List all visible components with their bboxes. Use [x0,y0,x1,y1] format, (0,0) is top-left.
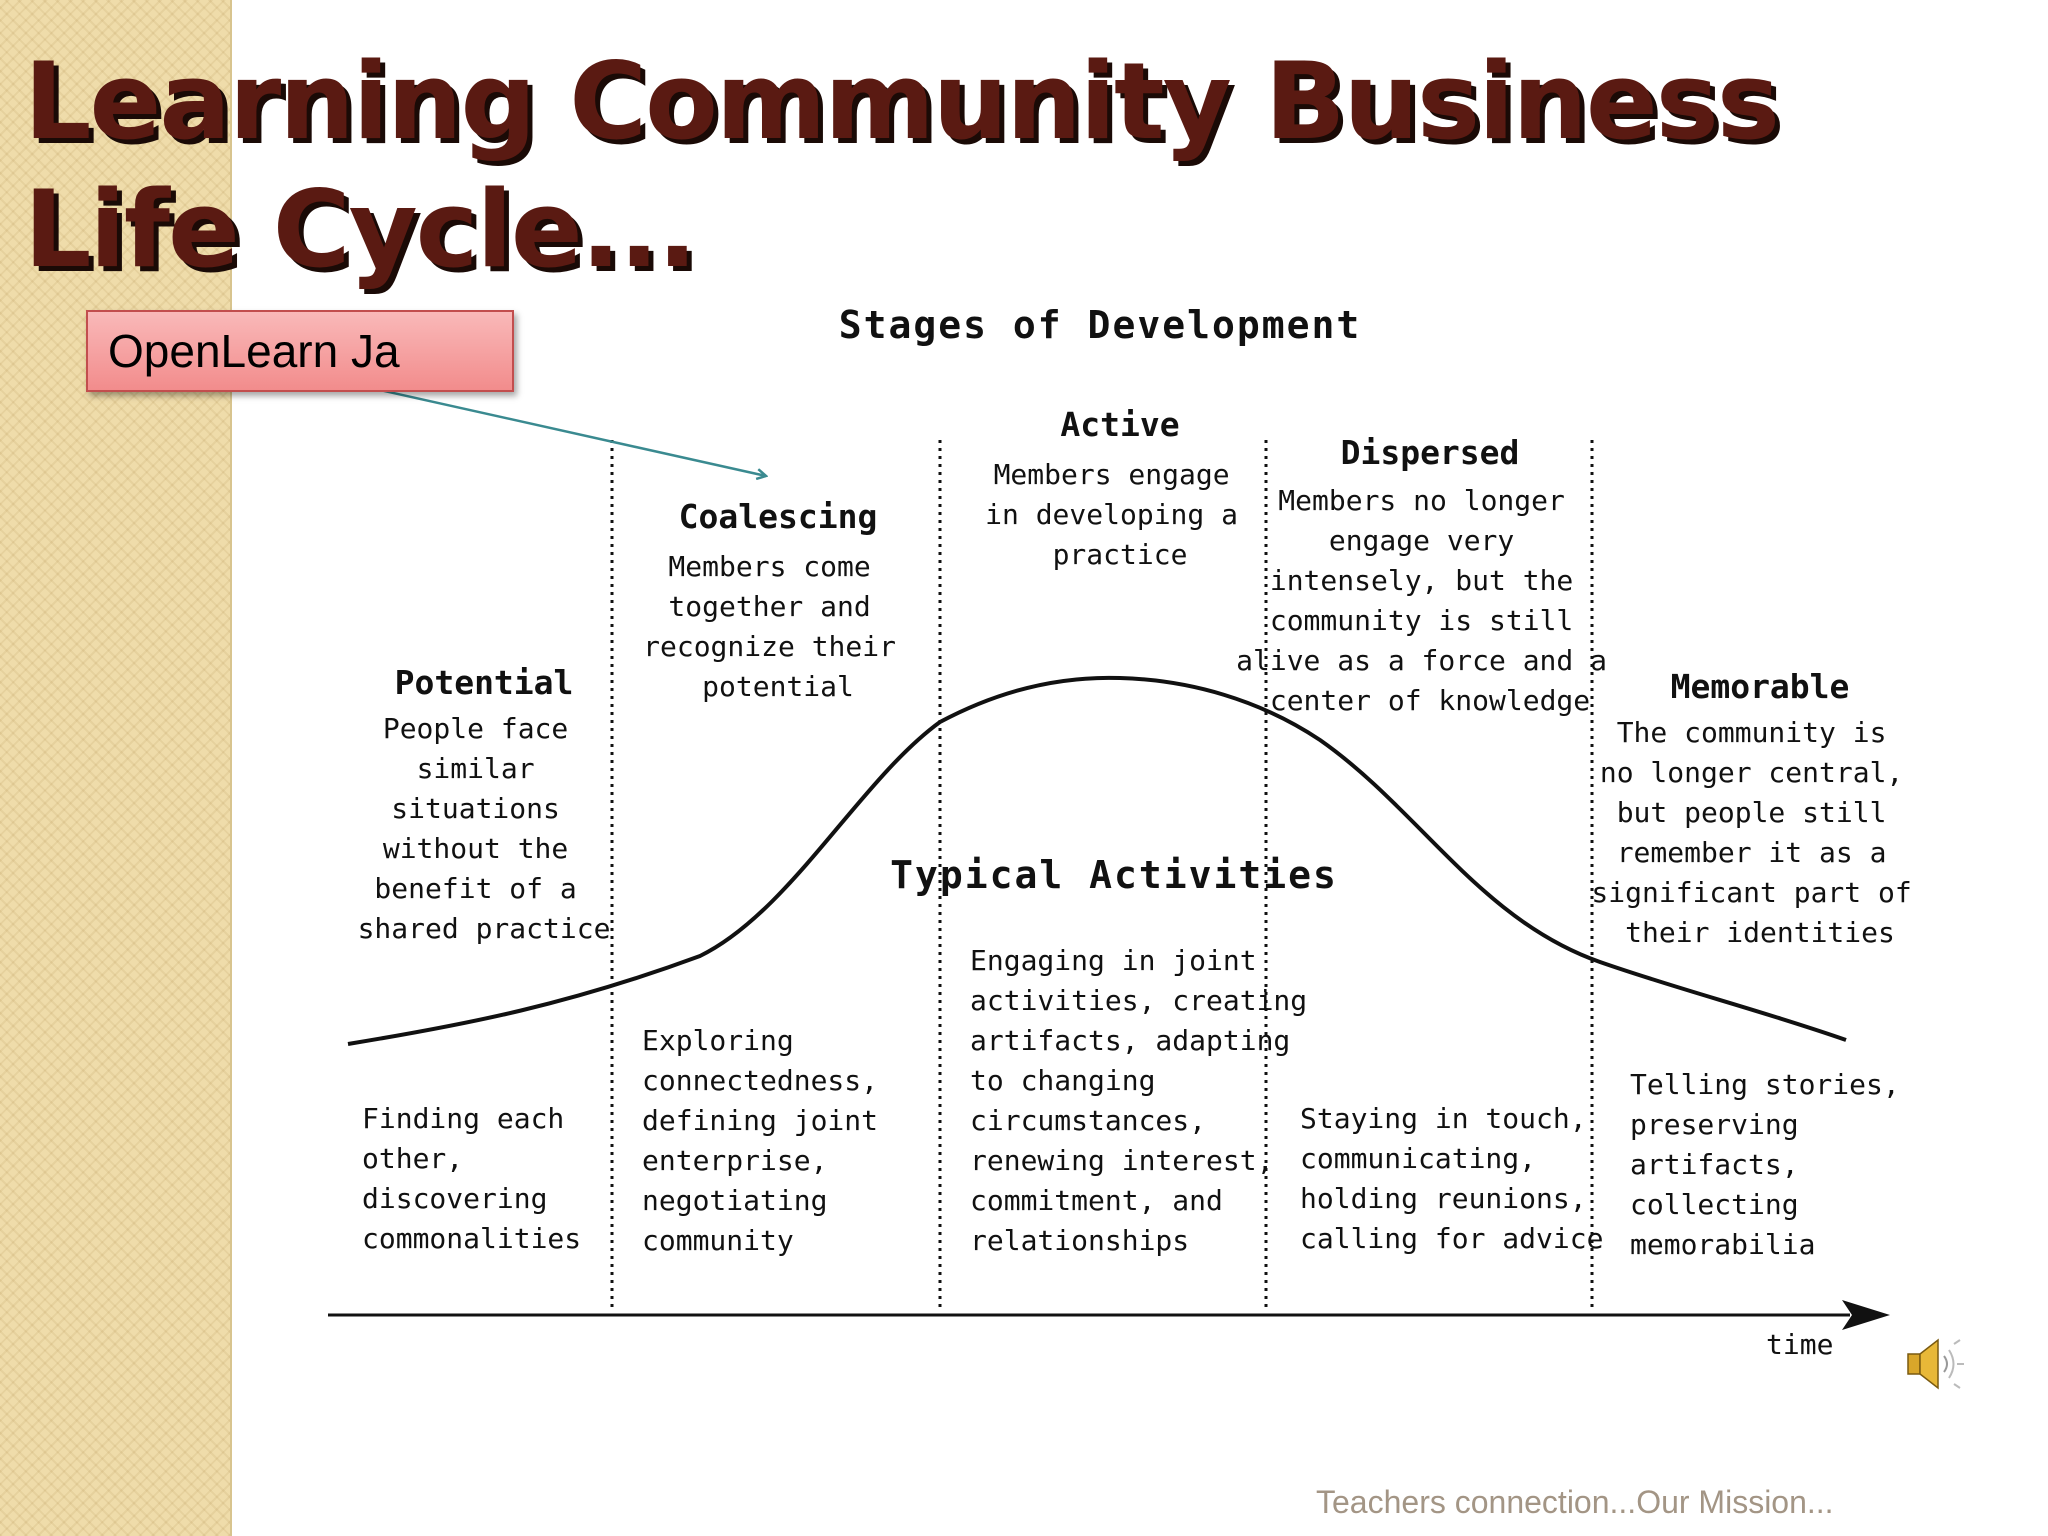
stage-memorable-description: The community is no longer central, but … [1591,716,1928,949]
stage-potential-description: People face similar situations without t… [358,712,611,945]
time-label: time [1766,1328,1833,1361]
speaker-icon[interactable] [1902,1332,1966,1396]
stage-dividers [610,440,1594,1310]
activities-heading: Typical Activities [890,853,1338,897]
stage-active-description: Members engage in developing a practice [985,458,1255,571]
slide-title: Learning Community Business Life Cycle..… [24,40,1780,291]
callout-connector [379,388,766,476]
stage-memorable-title: Memorable [1671,667,1850,706]
stage-dispersed-title: Dispersed [1341,433,1520,472]
stage-coalescing-description: Members come together and recognize thei… [643,550,913,703]
footer-text: Teachers connection...Our Mission... [1316,1484,1834,1520]
stage-potential-activities: Finding each other, discovering commonal… [362,1102,581,1255]
stage-coalescing-title: Coalescing [679,497,878,536]
life-cycle-curve [347,675,1847,1046]
stage-dispersed-description: Members no longer engage very intensely,… [1236,484,1624,717]
stage-coalescing-activities: Exploring connectedness, defining joint … [642,1024,895,1257]
decorative-sidebar [0,0,232,1536]
stage-active-title: Active [1060,405,1179,444]
time-axis-arrowhead [1842,1300,1890,1330]
stage-potential-title: Potential [395,663,574,702]
stage-active-activities: Engaging in joint activities, creating a… [970,944,1324,1257]
stage-memorable-activities: Telling stories, preserving artifacts, c… [1630,1068,1917,1261]
stage-dispersed-activities: Staying in touch, communicating, holding… [1300,1102,1603,1255]
openlearn-callout[interactable]: OpenLearn Ja [86,310,514,392]
diagram-title: Stages of Development [839,303,1361,347]
